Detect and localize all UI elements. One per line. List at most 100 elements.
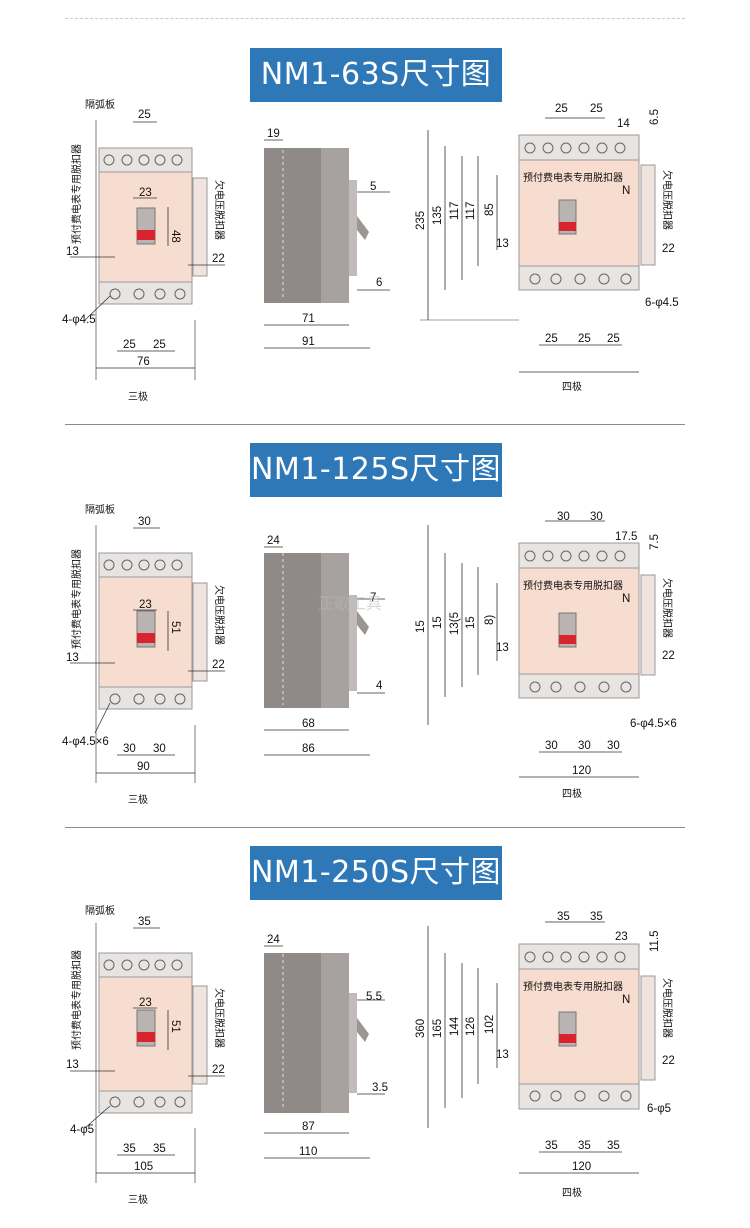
four-pole-view: 35 35 23 11.5 360 165 144 126 102 13 22 … — [415, 911, 675, 1199]
leader-line — [94, 702, 111, 734]
dim-handle-height: 48 — [169, 230, 181, 243]
dim-pitch2: 25 — [590, 103, 603, 115]
dim-handle-width: 23 — [139, 599, 152, 611]
terminal-screw-icon — [138, 154, 150, 166]
three-pole-view: 隔弧板 25 23 48 13 22 预付费电表专用脱扣器 欠电压脱扣器 4-φ… — [62, 98, 226, 403]
side-view: 24 7 4 68 86 — [264, 535, 385, 756]
dim-left-13: 13 — [496, 642, 509, 654]
top-terminal-block — [98, 552, 193, 578]
handle-red-mark — [559, 222, 576, 231]
handle-red-mark — [137, 633, 155, 643]
dim-side-right-bot: 3.5 — [372, 1082, 388, 1094]
terminal-screw-icon — [620, 1090, 632, 1102]
terminal-screw-icon — [154, 959, 166, 971]
dim-right-14: 14 — [617, 118, 630, 130]
dim-side-top: 24 — [267, 535, 280, 547]
breaker-body — [518, 542, 640, 699]
terminal-screw-icon — [138, 559, 150, 571]
dim-right-22: 22 — [662, 1055, 675, 1067]
dim-h2: 144 — [449, 1016, 461, 1036]
handle-profile — [357, 1018, 369, 1042]
arc-plate-label: 隔弧板 — [85, 904, 115, 917]
terminal-screw-icon — [103, 559, 115, 571]
side-view: 24 5.5 3.5 87 110 — [264, 934, 388, 1159]
dim-h1: 15 — [432, 616, 444, 629]
side-body-mid — [321, 553, 349, 708]
terminal-screw-icon — [154, 154, 166, 166]
top-terminal-block — [98, 147, 193, 173]
side-body-light — [349, 180, 357, 276]
dim-pitch-b3: 35 — [607, 1140, 620, 1152]
dim-pitch-b2: 25 — [578, 333, 591, 345]
dim-side-right-top: 5.5 — [366, 991, 382, 1003]
dim-h3: 126 — [465, 1017, 477, 1036]
side-accessory — [640, 164, 656, 266]
terminal-screw-icon — [524, 951, 536, 963]
dim-left-13: 13 — [66, 1059, 79, 1071]
dimension-drawing: 隔弧板 25 23 48 13 22 预付费电表专用脱扣器 欠电压脱扣器 4-φ… — [62, 98, 679, 403]
dim-side-right-top: 7 — [370, 592, 376, 604]
terminal-screw-icon — [171, 154, 183, 166]
terminal-screw-icon — [598, 273, 610, 285]
side-accessory — [192, 177, 208, 277]
section-nm1-63s: NM1-63S尺寸图 — [0, 0, 750, 425]
dim-h3: 15 — [465, 616, 477, 629]
dim-pitch-b1: 30 — [545, 740, 558, 752]
dim-left-13: 13 — [66, 652, 79, 664]
dim-pitch-b2: 35 — [578, 1140, 591, 1152]
dim-depth2: 86 — [302, 743, 315, 755]
undervoltage-label: 欠电压脱扣器 — [661, 578, 674, 638]
dim-pitch1: 25 — [555, 103, 568, 115]
neutral-label: N — [622, 185, 630, 197]
dim-h1: 135 — [432, 206, 444, 225]
dim-width: 120 — [572, 1161, 591, 1173]
leader-line — [84, 1105, 111, 1129]
terminal-screw-icon — [174, 288, 186, 300]
caption-three-pole: 三极 — [128, 793, 148, 806]
terminal-screw-icon — [121, 959, 133, 971]
terminal-screw-icon — [529, 681, 541, 693]
terminal-screw-icon — [574, 273, 586, 285]
dim-h4: 102 — [484, 1015, 496, 1034]
dim-handle-width: 23 — [139, 187, 152, 199]
bottom-terminal-block — [518, 1083, 640, 1110]
terminal-screw-icon — [171, 559, 183, 571]
dim-right-22: 22 — [662, 243, 675, 255]
dim-right-22: 22 — [212, 1064, 225, 1076]
terminal-screw-icon — [614, 142, 626, 154]
leader-line — [84, 295, 111, 321]
caption-four-pole: 四极 — [562, 787, 582, 800]
prepay-trip-label: 预付费电表专用脱扣器 — [523, 171, 623, 184]
three-pole-view: 隔弧板 35 23 51 13 22 预付费电表专用脱扣器 欠电压脱扣器 4-φ… — [66, 904, 226, 1206]
dim-pitch-top: 30 — [138, 516, 151, 528]
prepay-trip-label: 预付费电表专用脱扣器 — [70, 144, 83, 244]
undervoltage-label: 欠电压脱扣器 — [213, 180, 226, 240]
dim-h-total: 360 — [415, 1019, 427, 1038]
terminal-screw-icon — [542, 142, 554, 154]
terminal-screw-icon — [154, 693, 166, 705]
section-separator — [65, 827, 685, 828]
dim-depth2: 91 — [302, 336, 315, 348]
dim-pitch1: 35 — [557, 911, 570, 923]
side-body-dark — [264, 953, 321, 1113]
dim-left-13: 13 — [496, 1049, 509, 1061]
terminal-screw-icon — [154, 559, 166, 571]
bottom-terminal-block — [98, 281, 193, 305]
side-body-light — [349, 993, 357, 1093]
caption-four-pole: 四极 — [562, 380, 582, 393]
bottom-terminal-block — [518, 673, 640, 699]
dim-left-13: 13 — [496, 238, 509, 250]
terminal-screw-icon — [109, 288, 121, 300]
undervoltage-label: 欠电压脱扣器 — [213, 988, 226, 1048]
side-body-light — [349, 595, 357, 691]
neutral-label: N — [622, 593, 630, 605]
dim-h-total: 15 — [415, 620, 427, 633]
dim-h4: 8) — [484, 615, 496, 625]
terminal-screw-icon — [550, 681, 562, 693]
dim-right-22: 22 — [662, 650, 675, 662]
dim-h1: 165 — [432, 1019, 444, 1038]
side-view: 19 5 6 71 91 — [264, 128, 390, 349]
side-accessory — [640, 574, 656, 676]
top-terminal-block — [98, 952, 193, 978]
terminal-screw-icon — [103, 959, 115, 971]
